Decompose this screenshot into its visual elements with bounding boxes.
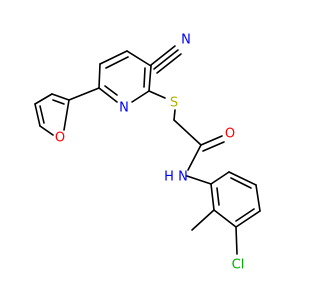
bond-pyridine-inner-2 [104,85,118,96]
amide-hydrogen-label: H [164,170,174,185]
bond-phenyl-5-6 [213,209,237,228]
bond-cn-triple-3 [156,53,182,74]
bond-phenyl-3-4 [255,184,261,212]
bond-nitrogen-aryl [186,175,212,185]
bond-carbonyl-nitrogen [187,144,202,171]
nitrile-nitrogen-label: N [181,33,191,48]
bond-sulfur-ch2 [173,109,176,121]
molecule-diagram: N N O S O N H Cl [0,0,300,300]
amide-nitrogen-label: N [178,170,188,185]
bond-carbonyl-double-1 [200,135,223,146]
bond-pyridine-inner-3 [143,67,146,88]
furan-oxygen-label: O [55,131,65,146]
bond-pyridine-c6-n [98,87,118,103]
bond-methyl [191,209,215,231]
bond-cn-triple-2 [153,49,179,70]
carbonyl-oxygen-label: O [225,127,235,142]
bond-pyridine-c4-c5 [99,50,128,65]
bond-furan-c2-c3 [51,93,70,101]
atom-label-layer: N N O S O N H Cl [55,33,244,273]
bond-pyridine-inner-1 [105,56,129,69]
bond-furan-c3-c4 [34,93,53,105]
pyridine-nitrogen-label: N [119,101,129,116]
bond-furan-c4-c5 [34,103,41,127]
bond-furan-c5-o [39,125,54,136]
sulfur-label: S [170,96,178,111]
bond-furan-o-c2 [63,99,70,131]
bond-pyridine-n-c2 [131,90,150,103]
bond-furan-inner-2 [39,105,45,124]
bond-pyridine-c3-c4 [126,50,152,67]
bond-phenyl-inner-2 [235,208,255,222]
bond-phenyl-1-2 [210,171,230,185]
bond-chlorine [235,226,238,255]
bond-pyridine-c5-c6 [98,63,101,89]
bond-ch2-carbonyl [173,119,202,146]
bond-carbonyl-double-2 [202,141,225,152]
chlorine-label: Cl [232,258,245,273]
bond-c2-sulfur [148,90,166,99]
bond-phenyl-6-1 [210,183,215,211]
bond-phenyl-2-3 [228,171,257,186]
bond-phenyl-inner-3 [216,187,220,206]
bond-layer [34,45,261,255]
canvas-background [0,0,300,300]
bond-pyridine-furan-link [68,87,100,101]
bond-cn-triple-1 [150,45,176,66]
bond-phenyl-inner-1 [230,177,252,189]
bond-pyridine-c2-c3 [148,65,152,92]
bond-phenyl-4-5 [235,210,261,228]
bond-furan-inner-1 [52,99,65,105]
